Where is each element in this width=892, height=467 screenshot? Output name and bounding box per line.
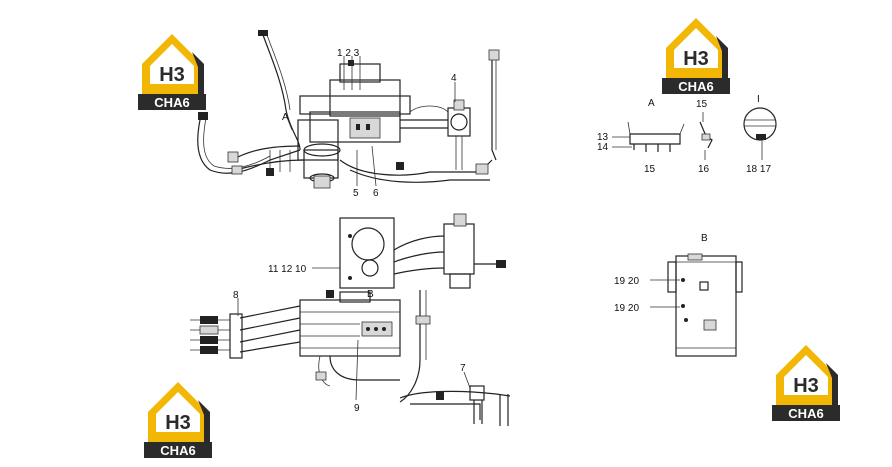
callout-6: 6	[373, 188, 379, 199]
brand-logo-top-right: H3 CHA6	[662, 18, 730, 94]
detail-A-title: A	[648, 98, 655, 109]
logo-top-text: H3	[793, 375, 819, 397]
detail-B-title: B	[701, 233, 708, 244]
lower-hydraulic-assembly	[190, 213, 511, 426]
callout-19-20-a: 19 20	[614, 276, 639, 287]
logo-top-text: H3	[159, 64, 185, 86]
logo-bottom-text: CHA6	[154, 95, 189, 110]
callout-8: 8	[233, 290, 239, 301]
callout-5: 5	[353, 188, 359, 199]
callout-19-20-b: 19 20	[614, 303, 639, 314]
detail-view-B	[650, 253, 743, 357]
callout-9: 9	[354, 403, 360, 414]
detail-part-15-16	[699, 112, 713, 160]
upper-hydraulic-assembly	[197, 30, 500, 189]
callout-13: 13	[597, 132, 609, 143]
callout-14: 14	[597, 142, 609, 153]
logo-top-text: H3	[683, 48, 709, 70]
callout-4: 4	[451, 73, 457, 84]
detail-I-title: I	[757, 94, 760, 105]
callout-11-12-10: 11 12 10	[268, 264, 307, 275]
logo-bottom-text: CHA6	[788, 406, 823, 421]
callout-16: 16	[698, 164, 710, 175]
logo-bottom-text: CHA6	[160, 443, 195, 458]
brand-logo-bottom-left: H3 CHA6	[144, 382, 212, 458]
logo-bottom-text: CHA6	[678, 79, 713, 94]
callout-18-17: 18 17	[746, 164, 771, 175]
brand-logo-bottom-right: H3 CHA6	[772, 345, 840, 421]
logo-top-text: H3	[165, 412, 191, 434]
callout-7: 7	[460, 363, 466, 374]
detail-view-I	[743, 107, 777, 160]
callout-A-main: A	[282, 112, 289, 123]
brand-logo-top-left: H3 CHA6	[138, 34, 206, 110]
callout-15-top: 15	[696, 99, 708, 110]
callout-B-main: B	[367, 289, 374, 300]
callout-1-2-3: 1 2 3	[337, 48, 360, 59]
callout-15-bottom: 15	[644, 164, 656, 175]
detail-view-A	[612, 121, 685, 152]
